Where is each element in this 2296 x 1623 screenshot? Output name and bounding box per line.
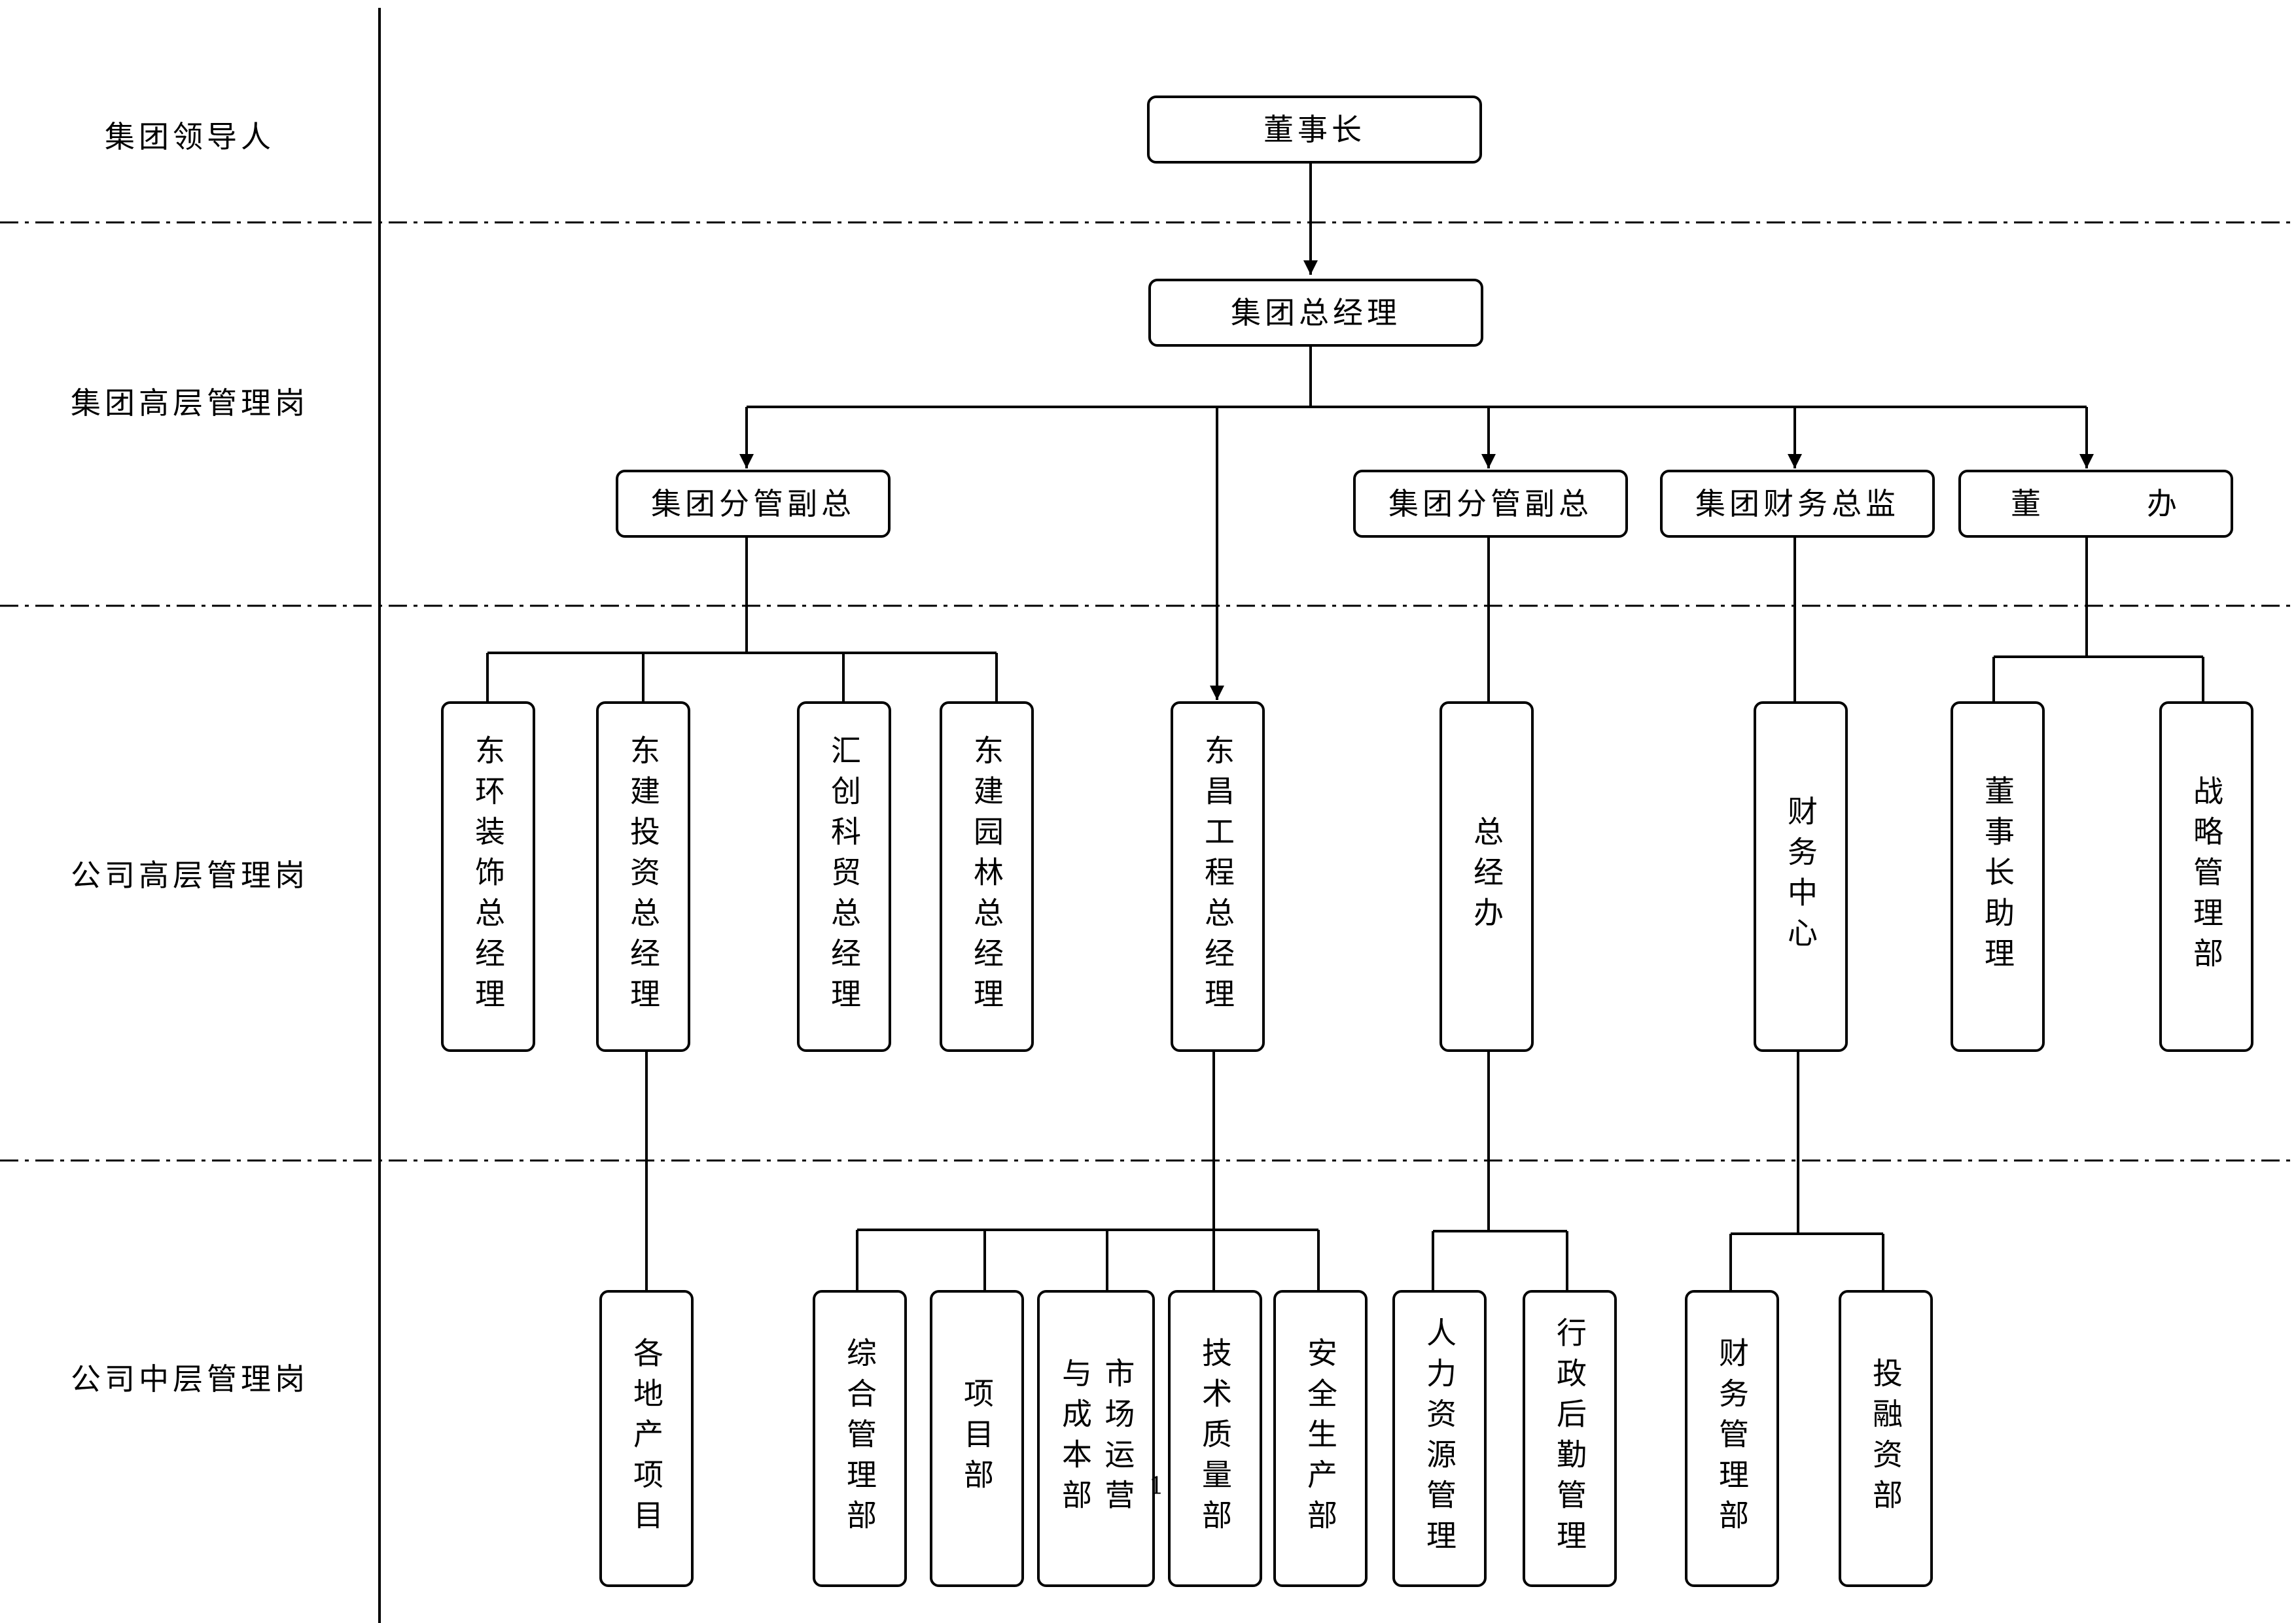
node-group-vp-1: 集团分管副总 <box>616 470 891 538</box>
node-tech-quality-dept: 技术质量部 <box>1168 1290 1262 1587</box>
node-dj-garden-gm: 东建园林总经理 <box>940 701 1034 1052</box>
level-label-company-middle: 公司中层管理岗 <box>71 1361 309 1397</box>
node-invest-finance-dept: 投融资部 <box>1839 1290 1933 1587</box>
node-safety-dept: 安全生产部 <box>1273 1290 1368 1587</box>
node-label: 投融资部 <box>1868 1357 1903 1520</box>
connectors <box>486 164 2204 1290</box>
level-label-group-leader: 集团领导人 <box>105 119 275 154</box>
level-separators <box>0 221 2296 1162</box>
node-label: 行政后勤管理 <box>1552 1317 1587 1560</box>
node-label: 集团财务总监 <box>1695 486 1899 521</box>
node-label: 董事长助理 <box>1980 775 2015 978</box>
node-label: 人力资源管理 <box>1422 1317 1457 1560</box>
node-group-gm: 集团总经理 <box>1148 279 1483 347</box>
node-label: 项目部 <box>959 1378 995 1499</box>
node-label: 集团分管副总 <box>1388 486 1593 521</box>
node-label: 各地产项目 <box>629 1337 664 1540</box>
node-label: 东昌工程总经理 <box>1200 735 1235 1019</box>
node-project-dept: 项目部 <box>930 1290 1024 1587</box>
node-re-projects: 各地产项目 <box>599 1290 694 1587</box>
node-dc-eng-gm: 东昌工程总经理 <box>1171 701 1265 1052</box>
node-hr-mgmt: 人力资源管理 <box>1392 1290 1487 1587</box>
node-label: 集团总经理 <box>1231 295 1401 330</box>
node-label: 东建园林总经理 <box>969 735 1004 1019</box>
node-label: 东环装饰总经理 <box>470 735 506 1019</box>
node-label: 东建投资总经理 <box>626 735 661 1019</box>
node-label: 总经办 <box>1469 816 1504 937</box>
node-label: 董 办 <box>2011 486 2181 521</box>
node-gm-office: 总经办 <box>1439 701 1534 1052</box>
node-label: 汇创科贸总经理 <box>826 735 862 1019</box>
node-hc-trade-gm: 汇创科贸总经理 <box>797 701 891 1052</box>
node-chairman: 董事长 <box>1147 96 1482 164</box>
node-group-vp-2: 集团分管副总 <box>1353 470 1628 538</box>
node-label: 董事长 <box>1263 112 1366 147</box>
node-dh-decor-gm: 东环装饰总经理 <box>441 701 535 1052</box>
level-label-group-senior: 集团高层管理岗 <box>71 385 309 421</box>
node-board-office: 董 办 <box>1958 470 2233 538</box>
node-label: 财务中心 <box>1783 795 1818 958</box>
node-label: 市场运营 与成本部 <box>1057 1357 1136 1520</box>
node-finance-center: 财务中心 <box>1754 701 1848 1052</box>
node-admin-dept: 综合管理部 <box>813 1290 907 1587</box>
node-chairman-assistant: 董事长助理 <box>1951 701 2045 1052</box>
node-finance-mgmt-dept: 财务管理部 <box>1685 1290 1779 1587</box>
node-dj-invest-gm: 东建投资总经理 <box>596 701 690 1052</box>
node-strategy-dept: 战略管理部 <box>2159 701 2253 1052</box>
node-label: 技术质量部 <box>1197 1337 1233 1540</box>
node-label: 财务管理部 <box>1714 1337 1750 1540</box>
node-group-cfo: 集团财务总监 <box>1660 470 1935 538</box>
page-number: 1 <box>1149 1473 1164 1500</box>
node-label: 安全生产部 <box>1303 1337 1338 1540</box>
node-label: 综合管理部 <box>842 1337 877 1540</box>
node-admin-logistics: 行政后勤管理 <box>1523 1290 1617 1587</box>
node-market-cost-dept: 市场运营 与成本部 <box>1037 1290 1155 1587</box>
level-label-company-senior: 公司高层管理岗 <box>71 858 309 893</box>
node-label: 集团分管副总 <box>651 486 855 521</box>
node-label: 战略管理部 <box>2189 775 2224 978</box>
